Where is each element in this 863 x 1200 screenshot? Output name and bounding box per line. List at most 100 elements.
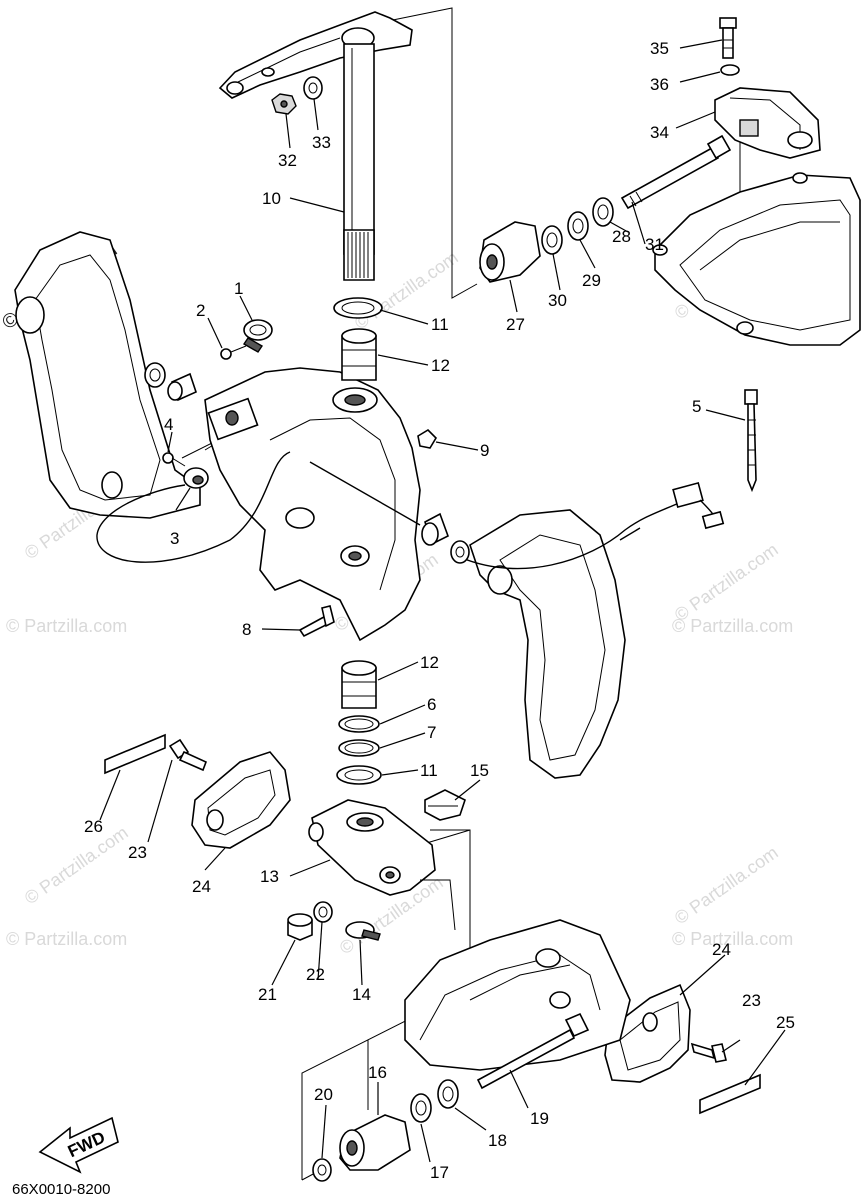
callout-30: 30 bbox=[548, 291, 567, 310]
steering-arm bbox=[218, 11, 413, 281]
callout-17: 17 bbox=[430, 1163, 449, 1182]
callout-19: 19 bbox=[530, 1109, 549, 1128]
o-ring-6 bbox=[338, 715, 380, 733]
bolt-35 bbox=[719, 17, 737, 59]
callout-13: 13 bbox=[260, 867, 279, 886]
leader-lines bbox=[99, 39, 786, 1163]
left-clamp-bracket bbox=[14, 231, 201, 519]
callout-25: 25 bbox=[776, 1013, 795, 1032]
washer-11-top bbox=[333, 297, 383, 319]
washer-30 bbox=[541, 225, 563, 255]
callout-3: 3 bbox=[170, 529, 179, 548]
callout-16: 16 bbox=[368, 1063, 387, 1082]
plate-24-left bbox=[191, 751, 291, 849]
clip-14 bbox=[345, 921, 381, 941]
callout-28: 28 bbox=[612, 227, 631, 246]
callout-27: 27 bbox=[506, 315, 525, 334]
callout-2: 2 bbox=[196, 301, 205, 320]
watermark: © Partzilla.com bbox=[6, 929, 127, 949]
bolt-23-right bbox=[690, 1042, 727, 1063]
callout-26: 26 bbox=[84, 817, 103, 836]
bushing-12-bottom bbox=[341, 660, 377, 709]
nut-9 bbox=[417, 428, 438, 449]
callout-14: 14 bbox=[352, 985, 371, 1004]
callout-23-left: 23 bbox=[128, 843, 147, 862]
bolt-19 bbox=[476, 1012, 590, 1090]
watermark: © Partzilla.com bbox=[671, 842, 782, 928]
watermark: © Partzilla.com bbox=[672, 929, 793, 949]
callout-11-top: 11 bbox=[431, 315, 449, 334]
callout-33: 33 bbox=[312, 133, 331, 152]
callout-11-bottom: 11 bbox=[420, 761, 438, 780]
cable-tie-5 bbox=[744, 389, 758, 493]
callout-35: 35 bbox=[650, 39, 669, 58]
washer-29 bbox=[567, 211, 589, 241]
nut-32 bbox=[271, 93, 297, 115]
watermark: © Partzilla.com bbox=[671, 539, 782, 625]
screw-2 bbox=[220, 345, 247, 360]
callout-4: 4 bbox=[164, 415, 173, 434]
callout-9: 9 bbox=[480, 441, 489, 460]
bracket-13 bbox=[308, 799, 436, 896]
screw-4 bbox=[162, 452, 186, 467]
diagram-code: 66X0010-8200 bbox=[12, 1181, 110, 1198]
washer-33 bbox=[303, 76, 323, 100]
callout-18: 18 bbox=[488, 1131, 507, 1150]
washer-36 bbox=[720, 64, 740, 76]
washer-17 bbox=[410, 1093, 432, 1123]
callout-34: 34 bbox=[650, 123, 669, 142]
callout-32: 32 bbox=[278, 151, 297, 170]
callout-22: 22 bbox=[306, 965, 325, 984]
grommet-3 bbox=[183, 467, 209, 489]
callout-21: 21 bbox=[258, 985, 277, 1004]
callout-12-top: 12 bbox=[431, 356, 450, 375]
callout-6: 6 bbox=[427, 695, 436, 714]
callout-12-bottom: 12 bbox=[420, 653, 439, 672]
callout-5: 5 bbox=[692, 397, 701, 416]
washer-22 bbox=[313, 901, 333, 923]
callout-10: 10 bbox=[262, 189, 281, 208]
callout-36: 36 bbox=[650, 75, 669, 94]
bolt-23-left bbox=[168, 738, 208, 772]
clamp-1 bbox=[243, 319, 273, 353]
washer-20 bbox=[312, 1158, 332, 1182]
mount-cover-34 bbox=[714, 87, 821, 159]
fwd-arrow: FWD bbox=[38, 1116, 119, 1174]
mount-rubber-16 bbox=[339, 1114, 411, 1171]
lower-casing bbox=[652, 172, 861, 346]
lower-mount-housing bbox=[404, 829, 631, 1071]
plate-24-right bbox=[604, 983, 691, 1083]
callouts: 1 2 3 4 5 6 7 8 9 10 11 11 12 12 13 14 1… bbox=[84, 39, 795, 1182]
washer-18 bbox=[437, 1079, 459, 1109]
washer-7 bbox=[338, 739, 380, 757]
callout-23-right: 23 bbox=[742, 991, 761, 1010]
screw-8 bbox=[298, 605, 335, 638]
callout-24-right: 24 bbox=[712, 940, 731, 959]
callout-15: 15 bbox=[470, 761, 489, 780]
watermark: © Partzilla.com bbox=[6, 616, 127, 636]
callout-31: 31 bbox=[645, 235, 664, 254]
watermark: © Partzilla.com bbox=[21, 822, 132, 908]
washer-11-bottom bbox=[336, 765, 382, 785]
callout-8: 8 bbox=[242, 620, 251, 639]
label-26 bbox=[104, 733, 166, 775]
watermark: © Partzilla.com bbox=[672, 616, 793, 636]
right-clamp-bracket bbox=[469, 509, 626, 779]
swivel-bracket bbox=[204, 367, 421, 642]
cap-21 bbox=[287, 913, 313, 941]
bolt-31 bbox=[620, 134, 732, 210]
label-25 bbox=[699, 1073, 761, 1115]
mount-rubber-27 bbox=[479, 221, 541, 283]
callout-7: 7 bbox=[427, 723, 436, 742]
callout-24-left: 24 bbox=[192, 877, 211, 896]
callout-29: 29 bbox=[582, 271, 601, 290]
callout-1: 1 bbox=[234, 279, 243, 298]
bushing-left bbox=[144, 362, 197, 402]
wire-harness bbox=[96, 451, 725, 570]
callout-20: 20 bbox=[314, 1085, 333, 1104]
bushing-12-top bbox=[341, 328, 377, 381]
washer-28 bbox=[592, 197, 614, 227]
bushing-right bbox=[421, 512, 470, 564]
